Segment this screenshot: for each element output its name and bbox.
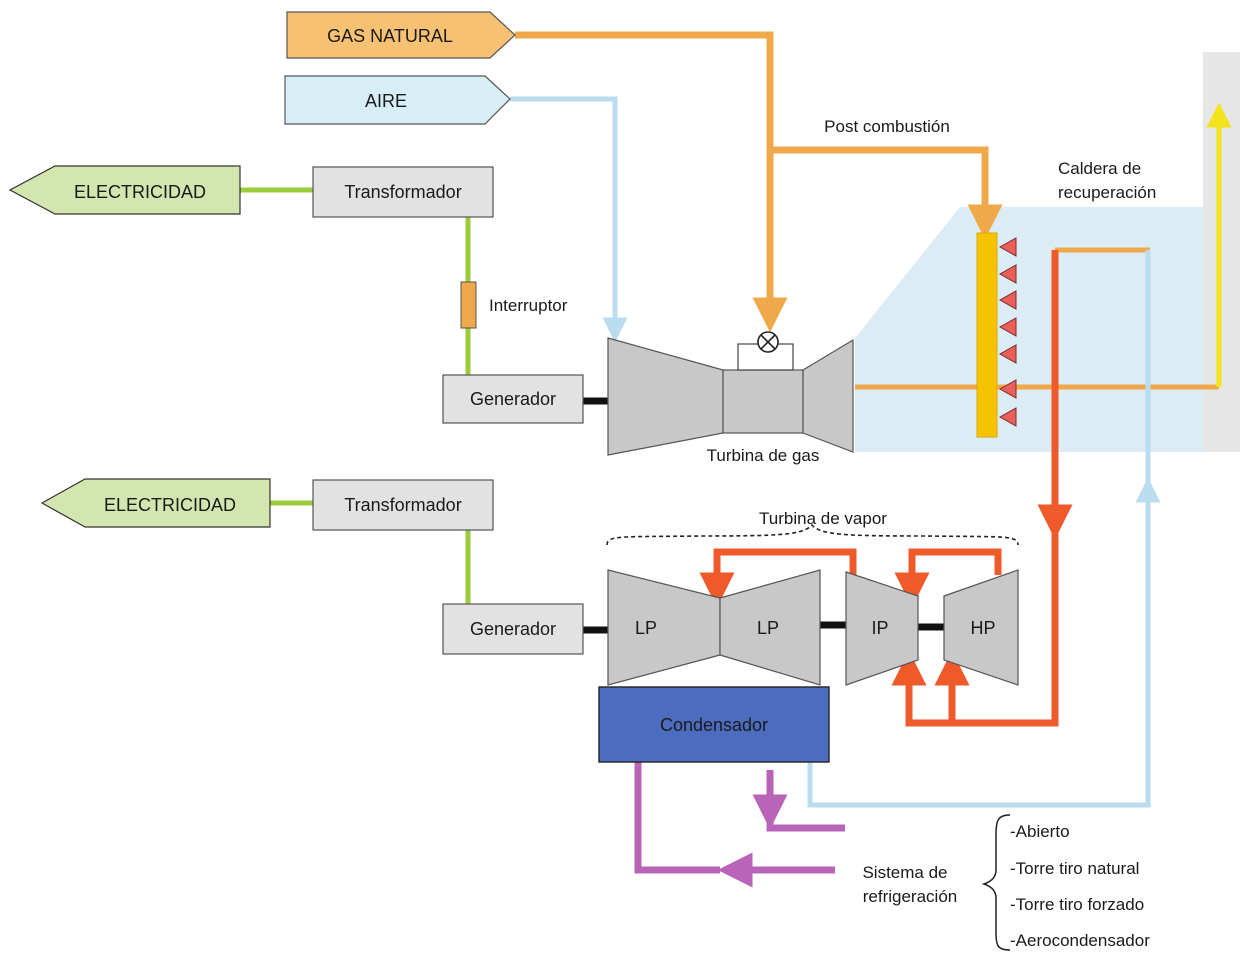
generator-top: Generador (442, 374, 584, 424)
breaker: Interruptor (460, 281, 568, 329)
burner-valve-icon (757, 331, 779, 353)
gas-turbine-label: Turbina de gas (707, 446, 820, 465)
feedwater-return-line (807, 477, 1161, 808)
hp-turbine: HP (943, 569, 1019, 686)
transformer-bottom-label: Transformador (344, 495, 461, 515)
cooling-option-natural-draft: -Torre tiro natural (1010, 859, 1139, 878)
cooling-label-line1: Sistema de (862, 863, 947, 882)
generator-bottom-label: Generador (470, 619, 556, 639)
air-input: AIRE (284, 75, 511, 125)
generator-bottom: Generador (442, 603, 584, 655)
steam-turbine-label: Turbina de vapor (759, 509, 887, 528)
condenser: Condensador (598, 686, 830, 763)
cooling-option-forced-draft: -Torre tiro forzado (1010, 895, 1144, 914)
cooling-option-open: -Abierto (1010, 822, 1070, 841)
ip-to-lp-crossover (699, 548, 857, 608)
transformer-bottom: Transformador (312, 479, 494, 531)
electricity-output-top: ELECTRICIDAD (8, 165, 241, 215)
lp1-label: LP (635, 618, 657, 638)
hp-to-ip-crossover (894, 548, 1002, 608)
duct-burner-rack (976, 232, 1017, 438)
air-line (510, 96, 628, 343)
gas-to-combustor-line (515, 31, 788, 333)
steam-turbine-brace (606, 523, 1019, 546)
post-combustion-line (770, 146, 1003, 240)
burner-nozzles (998, 237, 1017, 427)
natural-gas-label: GAS NATURAL (327, 26, 453, 46)
lp2-label: LP (757, 618, 779, 638)
steam-to-ip (891, 520, 1059, 727)
combustor (722, 369, 804, 434)
ip-turbine: IP (845, 571, 919, 686)
post-combustion-label: Post combustión (824, 117, 950, 136)
hrsg-label-line2: recuperación (1058, 183, 1156, 202)
lp-turbine-2: LP (719, 569, 821, 686)
expander (802, 338, 854, 453)
transformer-top-label: Transformador (344, 182, 461, 202)
generator-top-label: Generador (470, 389, 556, 409)
electricity-bottom-label: ELECTRICIDAD (104, 495, 236, 515)
hrsg-label-line1: Caldera de (1058, 159, 1141, 178)
cooling-option-air-condenser: -Aerocondensador (1010, 931, 1150, 950)
compressor (607, 337, 724, 456)
natural-gas-input: GAS NATURAL (286, 11, 516, 59)
cooling-label-line2: refrigeración (863, 887, 958, 906)
hrsg-zone (855, 207, 1203, 452)
air-label: AIRE (365, 91, 407, 111)
lp-turbine-1: LP (607, 569, 721, 686)
breaker-label: Interruptor (489, 296, 568, 315)
transformer-top: Transformador (312, 166, 494, 218)
cooling-options-brace (981, 814, 1011, 951)
gas-turbine: Turbina de gas (607, 331, 854, 465)
cooling-outflow-line (634, 762, 720, 874)
electricity-output-bottom: ELECTRICIDAD (40, 478, 271, 528)
ip-label: IP (871, 618, 888, 638)
electricity-top-label: ELECTRICIDAD (74, 182, 206, 202)
condenser-label: Condensador (660, 715, 768, 735)
hp-label: HP (970, 618, 995, 638)
